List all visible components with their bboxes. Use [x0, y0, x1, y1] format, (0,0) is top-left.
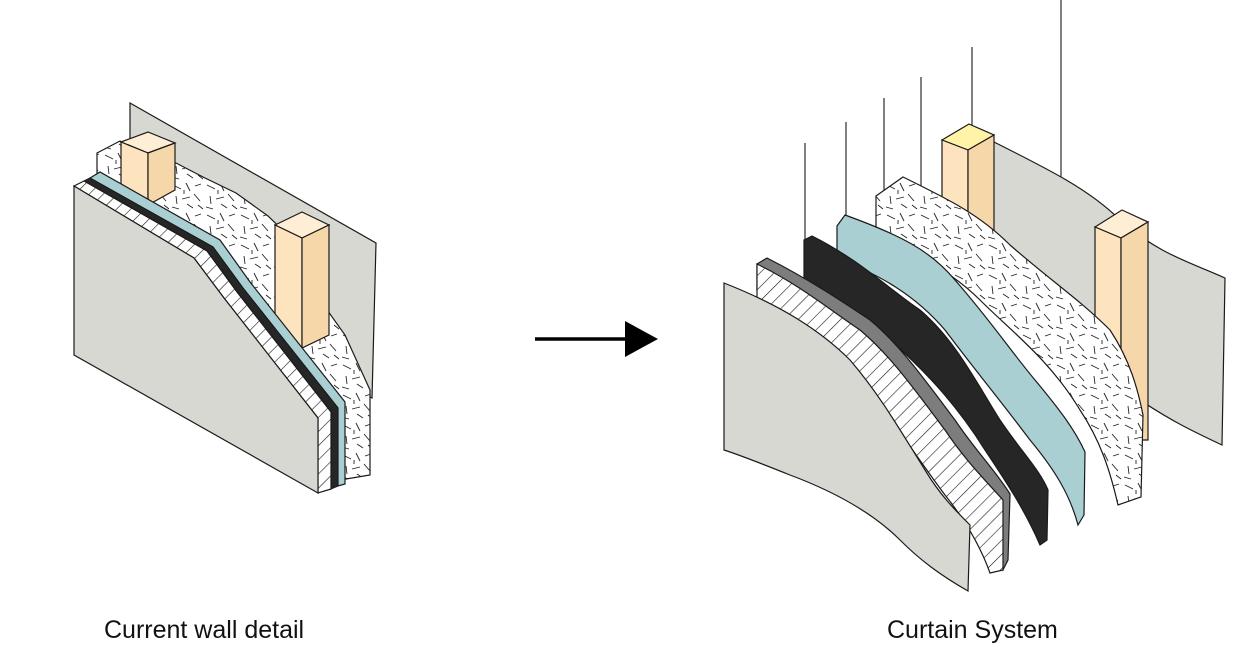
- right-arrow-icon: [535, 321, 658, 357]
- stud-left: [119, 131, 177, 207]
- insulation-texture-exploded: [876, 177, 1143, 505]
- curtain-system: [723, 0, 1226, 593]
- vapor-barrier-layer-exploded: [836, 214, 1086, 527]
- current-wall-caption: Current wall detail: [104, 616, 305, 644]
- curtain-system-caption: Curtain System: [887, 616, 1058, 644]
- current-wall-detail: [72, 101, 377, 495]
- hatched-board-hatch-exploded: [757, 264, 1003, 573]
- front-drywall-panel: [73, 184, 319, 495]
- front-drywall-panel-exploded: [723, 282, 971, 593]
- stud-right: [273, 211, 331, 349]
